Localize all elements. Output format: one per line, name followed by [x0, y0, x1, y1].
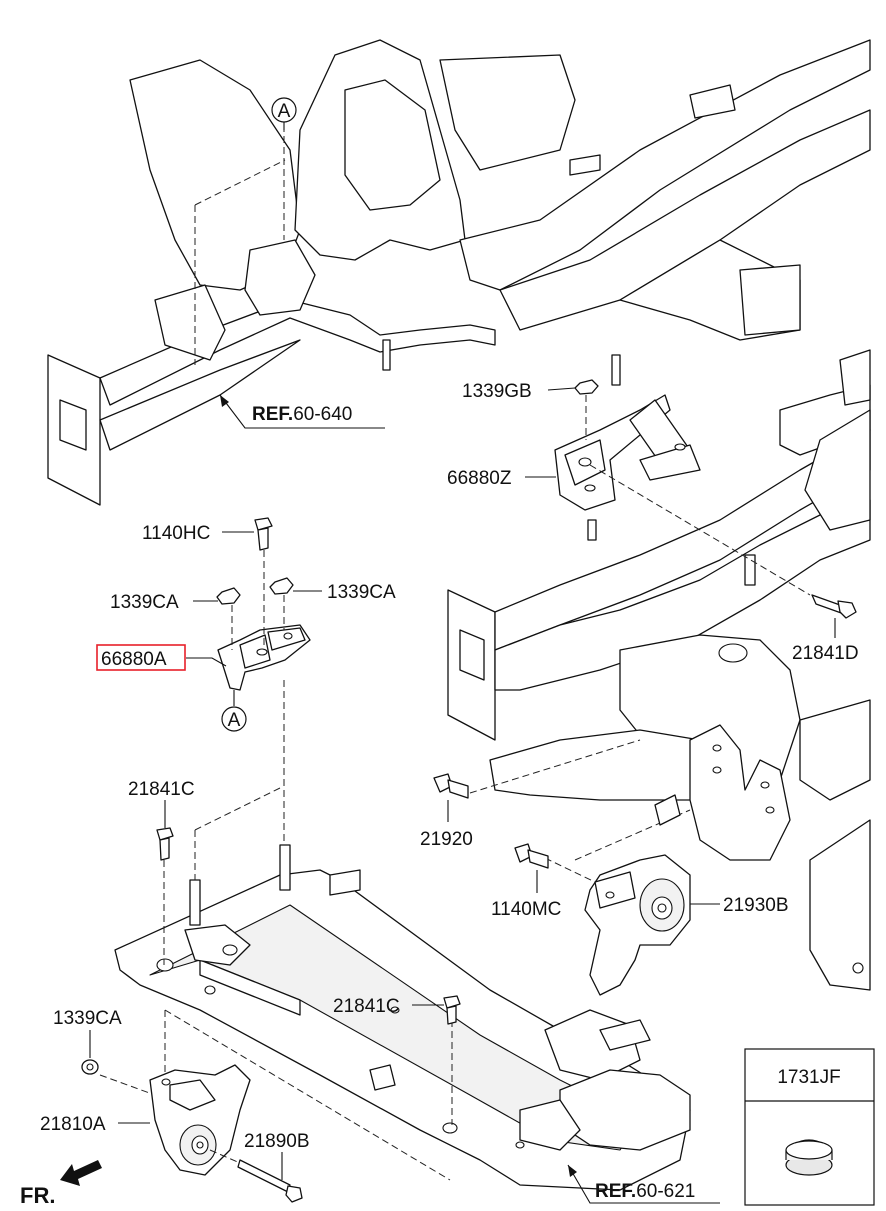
label-1339ca-left[interactable]: 1339CA — [110, 592, 179, 613]
callout-a-bottom-text: A — [228, 710, 241, 731]
mount-21810a — [149, 1064, 251, 1176]
plug-1731jf-icon — [785, 1139, 833, 1176]
front-body-frame — [47, 39, 871, 506]
inset-1731jf[interactable]: 1731JF — [744, 1048, 875, 1206]
leader-lines — [89, 122, 836, 1204]
highlight-box-66880a — [96, 644, 186, 671]
label-21841c-mid[interactable]: 21841C — [333, 996, 400, 1017]
bolt-1140hc — [254, 517, 273, 650]
label-1140hc[interactable]: 1140HC — [142, 523, 210, 544]
ref-arrowheads — [220, 395, 577, 1177]
label-21890b[interactable]: 21890B — [244, 1131, 310, 1152]
ref-60-621-label[interactable]: REF.60-621 — [595, 1181, 695, 1202]
bolt-21841c-mid — [443, 995, 461, 1025]
ref-60-640-label[interactable]: REF.60-640 — [252, 404, 352, 425]
label-21920[interactable]: 21920 — [420, 829, 473, 850]
bolt-21841c-top — [156, 827, 174, 861]
label-66880z[interactable]: 66880Z — [447, 468, 512, 489]
nut-1339ca-bottom — [81, 1059, 99, 1075]
nut-1339ca-left — [216, 587, 241, 650]
front-label: FR. — [20, 1183, 55, 1208]
bracket-66880z — [554, 394, 701, 511]
label-21841c-top[interactable]: 21841C — [128, 779, 195, 800]
nut-1339ca-right — [269, 577, 294, 630]
label-1731jf: 1731JF — [777, 1067, 840, 1088]
front-direction: FR. — [20, 1160, 102, 1208]
callout-a-bottom: A — [221, 706, 247, 732]
label-21841d[interactable]: 21841D — [792, 643, 859, 664]
callout-a-top-text: A — [278, 101, 291, 122]
bolt-21841d — [589, 464, 857, 619]
right-side-member — [447, 349, 871, 991]
bolt-21890b — [209, 1149, 303, 1203]
label-1339gb[interactable]: 1339GB — [462, 381, 532, 402]
bolt-1140mc — [514, 843, 549, 869]
nut-1339gb — [574, 379, 599, 440]
label-1140mc[interactable]: 1140MC — [491, 899, 561, 920]
bolt-21920 — [433, 773, 469, 799]
mount-bracket-upper — [654, 724, 791, 861]
callout-a-top: A — [271, 97, 297, 123]
label-66880a[interactable]: 66880A — [101, 649, 167, 670]
label-21810a[interactable]: 21810A — [40, 1114, 106, 1135]
bracket-66880a — [217, 624, 311, 691]
label-1339ca-bottom[interactable]: 1339CA — [53, 1008, 122, 1029]
label-21930b[interactable]: 21930B — [723, 895, 789, 916]
mount-21930b — [584, 854, 691, 996]
arrow-front-icon — [60, 1160, 102, 1186]
label-1339ca-right[interactable]: 1339CA — [327, 582, 396, 603]
subframe — [114, 844, 691, 1191]
